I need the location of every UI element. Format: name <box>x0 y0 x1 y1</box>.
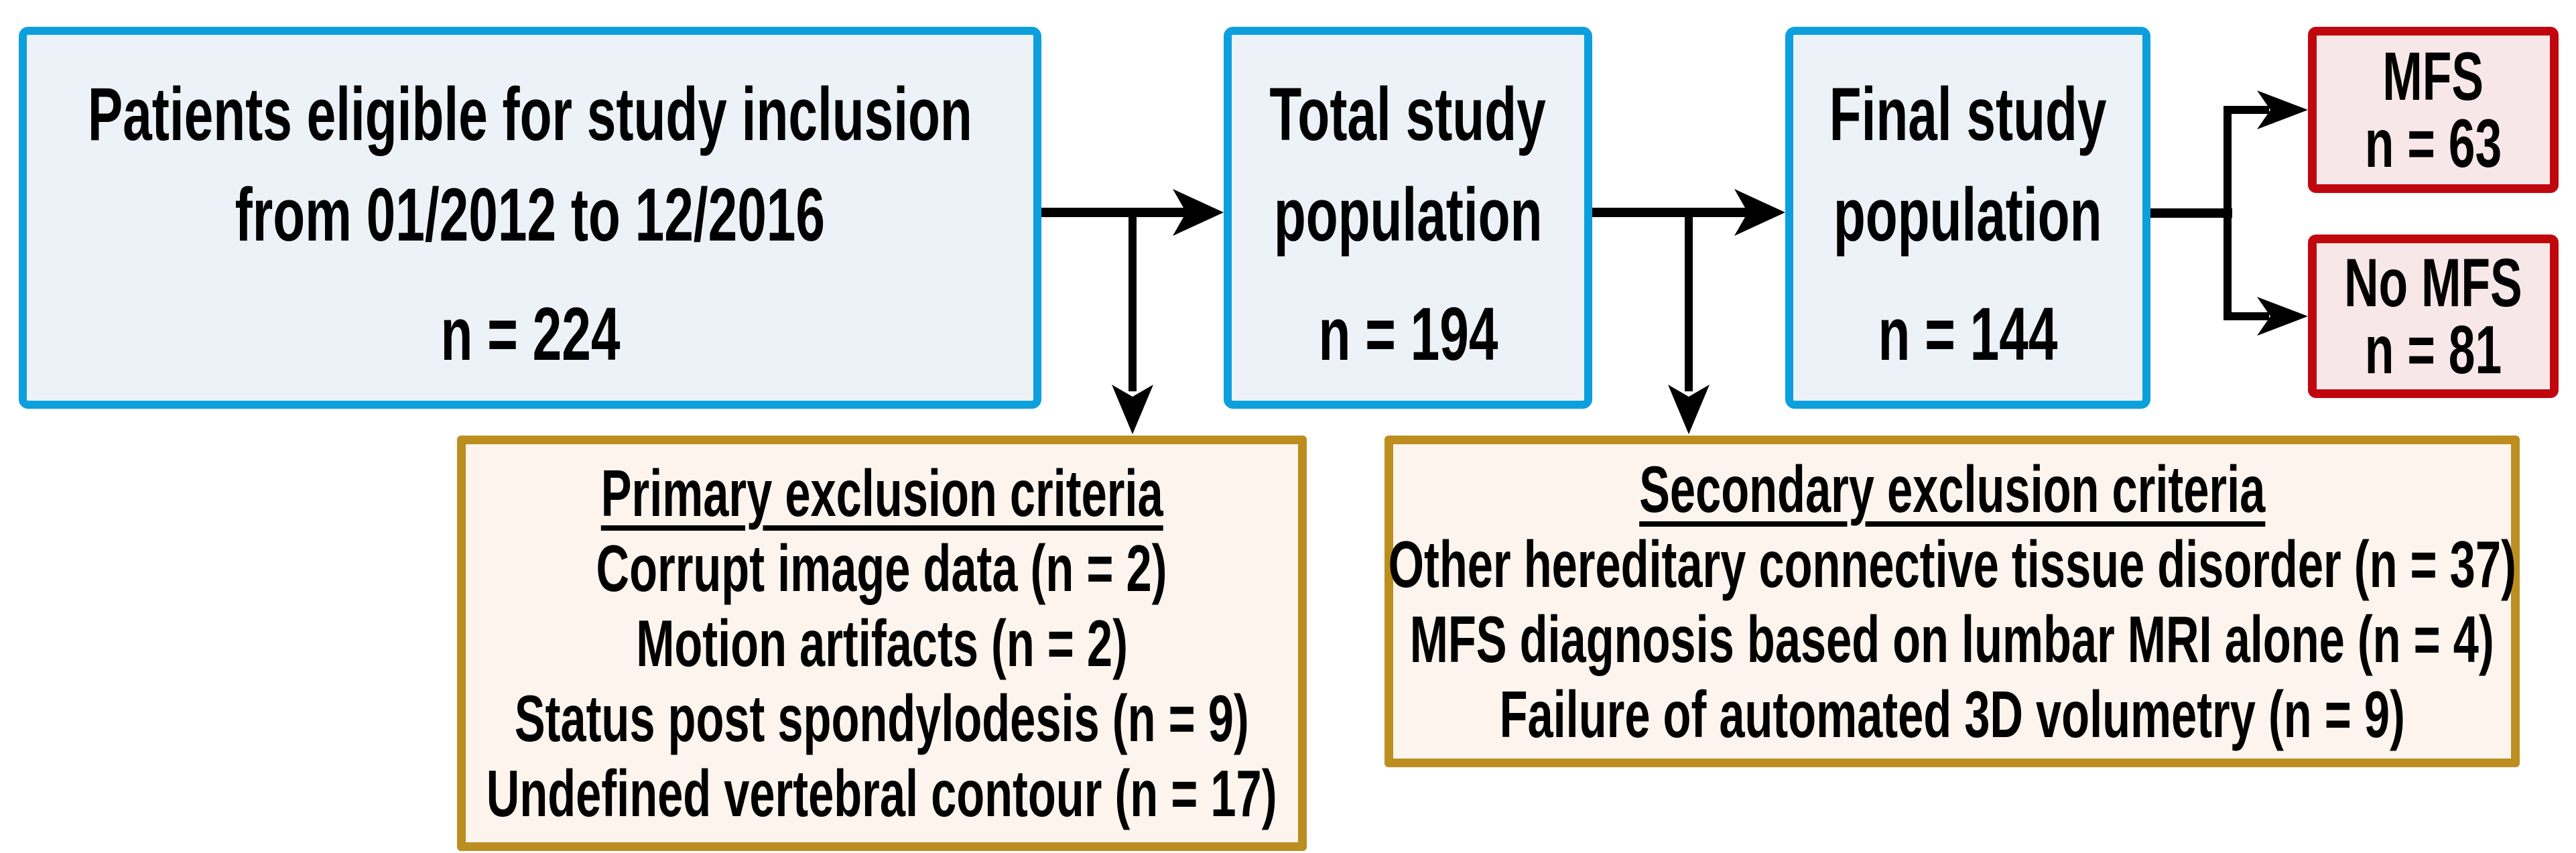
total-count: n = 194 <box>1317 292 1498 376</box>
total-line-1: Total study <box>1269 72 1547 156</box>
secondary-exclusion-item: Failure of automated 3D volumetry (n = 9… <box>1499 677 2405 751</box>
no-mfs-label: No MFS <box>2344 245 2522 321</box>
box-primary-exclusion-criteria: Primary exclusion criteria Corrupt image… <box>457 436 1307 851</box>
eligible-line-1: Patients eligible for study inclusion <box>88 72 972 156</box>
primary-exclusion-item: Status post spondylodesis (n = 9) <box>515 681 1249 755</box>
box-final-study-population: Final study population n = 144 <box>1785 27 2150 409</box>
primary-exclusion-title: Primary exclusion criteria <box>600 456 1163 530</box>
primary-exclusion-item: Corrupt image data (n = 2) <box>596 531 1167 605</box>
final-line-2: population <box>1833 173 2102 257</box>
box-secondary-exclusion-criteria: Secondary exclusion criteria Other hered… <box>1384 436 2520 767</box>
secondary-exclusion-item: MFS diagnosis based on lumbar MRI alone … <box>1409 602 2495 676</box>
arrow-final-to-outcomes <box>2146 90 2308 336</box>
mfs-count: n = 63 <box>2364 105 2502 182</box>
primary-exclusion-item: Undefined vertebral contour (n = 17) <box>487 757 1277 830</box>
secondary-exclusion-title: Secondary exclusion criteria <box>1638 452 2266 526</box>
arrow-eligible-to-total <box>1041 189 1224 236</box>
arrow-total-to-final <box>1592 189 1785 236</box>
final-count: n = 144 <box>1878 292 2058 376</box>
eligible-count: n = 224 <box>440 292 621 376</box>
final-line-1: Final study <box>1829 72 2107 156</box>
arrow-down-to-secondary-exclusion <box>1668 208 1710 434</box>
mfs-label: MFS <box>2382 38 2484 115</box>
secondary-exclusion-item: Other hereditary connective tissue disor… <box>1388 527 2516 601</box>
box-total-study-population: Total study population n = 194 <box>1224 27 1592 409</box>
eligible-line-2: from 01/2012 to 12/2016 <box>235 173 826 257</box>
no-mfs-count: n = 81 <box>2364 312 2502 388</box>
box-mfs: MFS n = 63 <box>2308 27 2559 193</box>
arrow-down-to-primary-exclusion <box>1112 208 1153 434</box>
total-line-2: population <box>1273 173 1543 257</box>
primary-exclusion-item: Motion artifacts (n = 2) <box>636 606 1128 680</box>
box-no-mfs: No MFS n = 81 <box>2308 235 2559 398</box>
box-patients-eligible: Patients eligible for study inclusion fr… <box>19 27 1041 409</box>
